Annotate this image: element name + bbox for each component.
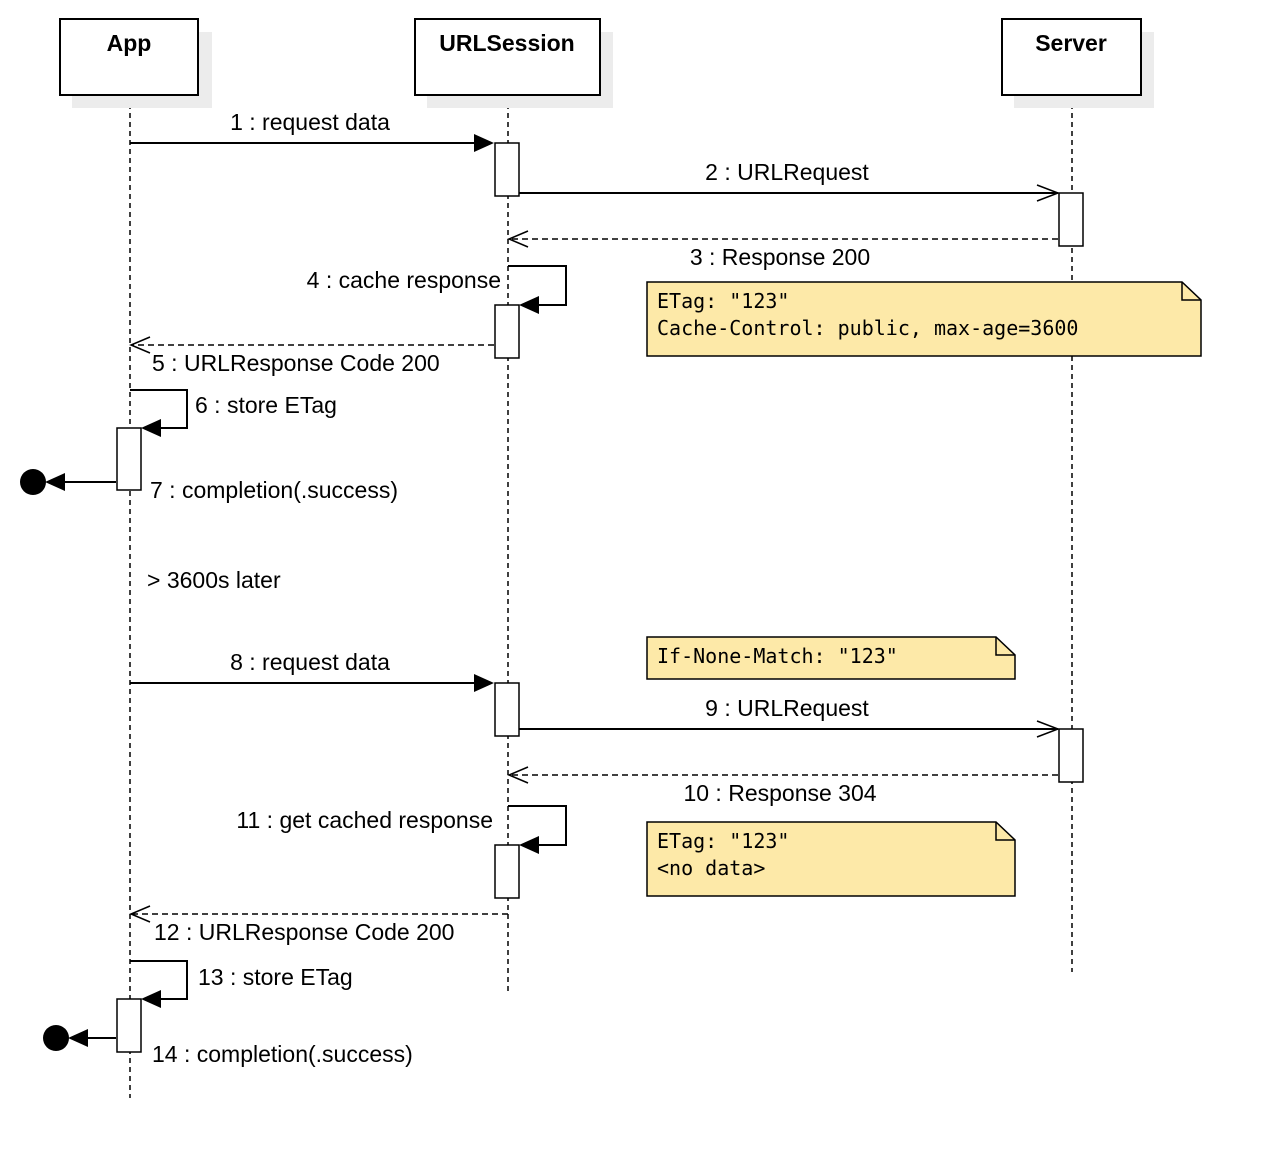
message-10: 10 : Response 304 (507, 766, 1058, 806)
activation-server (1058, 192, 1084, 247)
message-4: 4 : cache response (307, 265, 567, 314)
activation-server (1058, 728, 1084, 783)
actor-app: App (59, 18, 212, 108)
message-9: 9 : URLRequest (519, 695, 1061, 738)
note-line: ETag: "123" (657, 289, 789, 313)
actor-app-label: App (107, 30, 152, 56)
message-label: 8 : request data (230, 649, 390, 675)
actor-urlsession-label: URLSession (439, 30, 574, 56)
message-label: 2 : URLRequest (705, 159, 869, 185)
actor-urlsession: URLSession (414, 18, 613, 108)
message-label: 1 : request data (230, 109, 390, 135)
message-7: 7 : completion(.success) (20, 469, 398, 503)
activation-app (116, 427, 142, 491)
message-5: 5 : URLResponse Code 200 (129, 336, 494, 376)
note-response-headers: ETag: "123" Cache-Control: public, max-a… (646, 281, 1202, 357)
message-11: 11 : get cached response (236, 805, 567, 854)
message-label: 9 : URLRequest (705, 695, 869, 721)
actor-server: Server (1001, 18, 1154, 108)
activation-urlsession (494, 142, 520, 197)
message-label: 13 : store ETag (198, 964, 353, 990)
note-request-headers: If-None-Match: "123" (646, 636, 1016, 680)
actor-server-label: Server (1035, 30, 1107, 56)
message-label: 6 : store ETag (195, 392, 337, 418)
activation-urlsession (494, 682, 520, 737)
note-304-body: ETag: "123" <no data> (646, 821, 1016, 897)
end-point-icon (20, 469, 46, 495)
message-6: 6 : store ETag (130, 389, 337, 437)
note-line: Cache-Control: public, max-age=3600 (657, 316, 1078, 340)
message-label: 14 : completion(.success) (152, 1041, 413, 1067)
message-label: 5 : URLResponse Code 200 (152, 350, 440, 376)
note-line: ETag: "123" (657, 829, 789, 853)
message-label: 4 : cache response (307, 267, 501, 293)
note-line: If-None-Match: "123" (657, 644, 898, 668)
message-label: 12 : URLResponse Code 200 (154, 919, 454, 945)
note-line: <no data> (657, 856, 765, 880)
message-13: 13 : store ETag (130, 960, 353, 1008)
end-point-icon (43, 1025, 69, 1051)
message-3: 3 : Response 200 (507, 230, 1058, 270)
message-label: 11 : get cached response (236, 807, 493, 833)
delay-label: > 3600s later (147, 567, 281, 593)
message-label: 10 : Response 304 (683, 780, 876, 806)
message-2: 2 : URLRequest (519, 159, 1061, 202)
message-14: 14 : completion(.success) (43, 1025, 413, 1067)
activation-app (116, 998, 142, 1053)
activation-urlsession (494, 844, 520, 899)
message-1: 1 : request data (130, 109, 494, 152)
activation-urlsession (494, 304, 520, 359)
message-8: 8 : request data (130, 649, 494, 692)
message-12: 12 : URLResponse Code 200 (129, 905, 508, 945)
message-label: 3 : Response 200 (690, 244, 870, 270)
message-label: 7 : completion(.success) (150, 477, 398, 503)
